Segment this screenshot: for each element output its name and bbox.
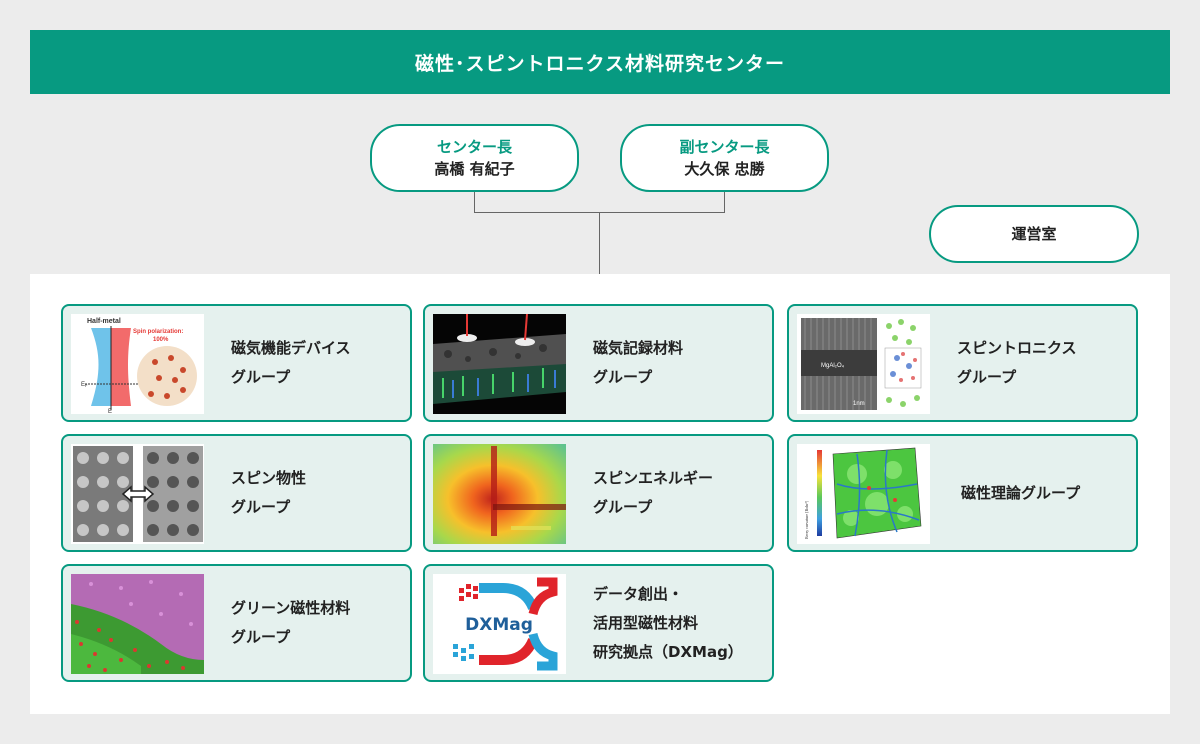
group-label: 磁気機能デバイス グループ xyxy=(231,306,351,420)
group-name-line1: グリーン磁性材料 xyxy=(231,599,351,617)
group-label: グリーン磁性材料 グループ xyxy=(231,566,350,680)
group-card-magnetic-recording-materials[interactable]: 磁気記録材料 グループ xyxy=(423,304,774,422)
group-label: データ創出・ 活用型磁性材料 研究拠点（DXMag） xyxy=(593,566,743,680)
group-name-line1: データ創出・ xyxy=(593,584,684,603)
group-name-line1: スピン物性 xyxy=(231,469,307,487)
dxmag-logo-text: DXMag xyxy=(465,615,533,635)
ef-label: EF xyxy=(81,382,88,388)
mgal2o4-label: MgAl₂O₄ xyxy=(821,363,845,369)
deputy-director-name: 大久保 忠勝 xyxy=(684,160,765,178)
connector-deputy-down xyxy=(724,192,725,212)
group-name-line2: グループ xyxy=(231,628,291,646)
group-card-spintronics[interactable]: MgAl₂O₄ 1nm スピントロニクス グループ xyxy=(787,304,1138,422)
magnetic-theory-image: Berry curvature [Bohr²] xyxy=(797,444,930,544)
group-card-spin-energy[interactable]: スピンエネルギー グループ xyxy=(423,434,774,552)
connector-director-down xyxy=(474,192,475,212)
group-card-magnetic-theory[interactable]: Berry curvature [Bohr²] 磁性理論グループ xyxy=(787,434,1138,552)
group-label: スピンエネルギー グループ xyxy=(593,436,713,550)
director-box: センター長 高橋 有紀子 xyxy=(370,124,579,192)
director-name: 高橋 有紀子 xyxy=(434,160,515,178)
green-magnetic-image xyxy=(71,574,204,674)
group-label: スピン物性 グループ xyxy=(231,436,306,550)
spin-polarization-value: 100% xyxy=(153,337,169,343)
berry-axis-label: Berry curvature [Bohr²] xyxy=(804,500,809,539)
center-title-banner: 磁性･スピントロニクス材料研究センター xyxy=(30,30,1170,94)
group-card-green-magnetic-materials[interactable]: グリーン磁性材料 グループ xyxy=(61,564,412,682)
group-name-line2: グループ xyxy=(593,498,653,516)
group-card-magnetic-functional-devices[interactable]: Half-metal EF E Spin polarization: 100% … xyxy=(61,304,412,422)
spin-physics-image xyxy=(71,444,204,544)
half-metal-label: Half-metal xyxy=(87,318,121,325)
center-title: 磁性･スピントロニクス材料研究センター xyxy=(415,52,785,75)
group-name-line1: スピンエネルギー xyxy=(593,469,714,487)
management-office-box: 運営室 xyxy=(929,205,1139,263)
group-name-line2: グループ xyxy=(957,368,1017,386)
group-name-line1: 磁気記録材料 xyxy=(593,339,684,357)
group-name-line1: 磁性理論グループ xyxy=(961,483,1081,502)
e-label: E xyxy=(108,409,112,414)
deputy-director-box: 副センター長 大久保 忠勝 xyxy=(620,124,829,192)
deputy-director-role: 副センター長 xyxy=(679,138,770,156)
group-name-line2: 活用型磁性材料 xyxy=(593,613,699,632)
spintronics-image: MgAl₂O₄ 1nm xyxy=(797,314,930,414)
group-name-line2: グループ xyxy=(231,498,291,516)
group-label: スピントロニクス グループ xyxy=(957,306,1077,420)
spin-polarization-label: Spin polarization: xyxy=(133,329,183,335)
group-name-line2: グループ xyxy=(593,368,653,386)
director-role: センター長 xyxy=(436,138,512,156)
dxmag-logo-image: DXMag xyxy=(433,574,566,674)
connector-trunk xyxy=(599,212,600,274)
group-label: 磁性理論グループ xyxy=(961,436,1080,550)
group-card-dxmag[interactable]: DXMag データ創出・ 活用型磁性材料 研究拠点（DXMag） xyxy=(423,564,774,682)
management-office-name: 運営室 xyxy=(1011,225,1057,243)
magnetic-recording-image xyxy=(433,314,566,414)
scale-label: 1nm xyxy=(853,401,865,407)
group-name-line3: 研究拠点（DXMag） xyxy=(593,642,743,661)
group-label: 磁気記録材料 グループ xyxy=(593,306,683,420)
half-metal-image: Half-metal EF E Spin polarization: 100% xyxy=(71,314,204,414)
spin-energy-image xyxy=(433,444,566,544)
group-name-line1: 磁気機能デバイス xyxy=(231,339,351,357)
group-card-spin-physics[interactable]: スピン物性 グループ xyxy=(61,434,412,552)
group-name-line1: スピントロニクス xyxy=(957,339,1077,357)
group-name-line2: グループ xyxy=(231,368,291,386)
